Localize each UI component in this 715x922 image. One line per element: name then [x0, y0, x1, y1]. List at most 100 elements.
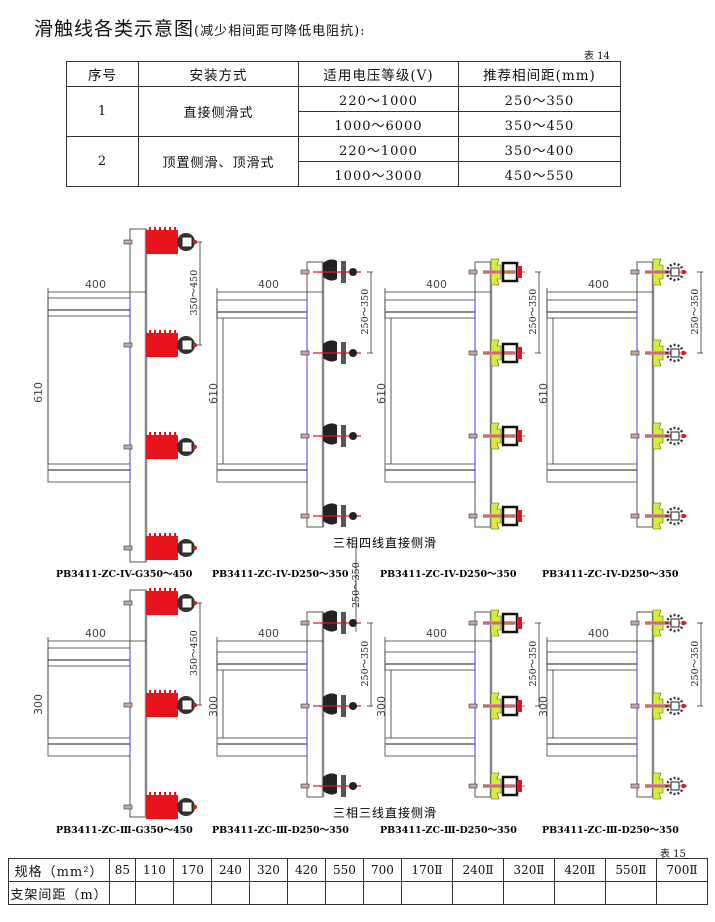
bolt: [468, 513, 478, 519]
insulator: [630, 772, 687, 800]
spacing-label: 250～350: [360, 641, 371, 687]
title-subtitle: (减少相间距可降低电阻抗):: [194, 24, 366, 39]
conductor-point: [193, 805, 197, 809]
insulator: [300, 773, 361, 797]
cell-spacing: 450～550: [458, 161, 621, 187]
collector-cap: [517, 430, 522, 442]
bolt: [300, 433, 310, 439]
nut: [349, 619, 357, 627]
spacing-cell: [109, 881, 136, 905]
spacing-cell: [324, 881, 364, 905]
three-wire-group-label: 三相三线直接侧滑: [333, 805, 437, 820]
table-row: 2 顶置侧滑、顶滑式 220～1000 350～400: [66, 136, 621, 187]
width-label: 400: [588, 278, 609, 291]
black-insulator-body: [323, 423, 337, 445]
mounting-plate: [129, 589, 147, 818]
conductor-point: [682, 784, 686, 788]
spacing-cell: [210, 881, 250, 905]
spacing-cell: [362, 881, 403, 905]
insulator: [630, 502, 687, 530]
bolt: [300, 620, 310, 626]
spec-header: 规格（mm²）: [8, 858, 110, 882]
insulator: [123, 588, 197, 615]
cell-voltage: 220～1000: [298, 136, 459, 162]
bolt: [123, 545, 133, 551]
spec-cell: 320: [248, 858, 288, 882]
clamp-core: [670, 511, 680, 521]
inter-row-spacing-label: 250～350: [351, 562, 362, 608]
cell-no: 2: [66, 136, 139, 187]
height-label: 610: [207, 383, 220, 404]
clamp-core: [670, 701, 680, 711]
conductor-point: [193, 343, 197, 347]
red-insulator-body: [146, 333, 178, 357]
table-14: 序号 安装方式 适用电压等级(V) 推荐相间距(mm) 1 直接侧滑式 220～…: [66, 61, 621, 187]
four-wire-group-label: 三相四线直接侧滑: [333, 535, 437, 550]
spec-cell: 240: [210, 858, 250, 882]
clamp-core: [670, 431, 680, 441]
insulator: [300, 340, 361, 364]
clamp-core: [181, 699, 193, 711]
spacing-cell: [401, 881, 453, 905]
table-row: 1000～3000 450～550: [67, 161, 621, 187]
bolt: [630, 513, 640, 519]
table14-tag: 表 14: [584, 51, 610, 62]
bolt: [630, 269, 640, 275]
diagram-caption: PB3411-ZC-Ⅲ-D250～350: [542, 825, 679, 836]
table15-tag: 表 15: [660, 849, 686, 860]
spacing-cell: [553, 881, 606, 905]
cell-spacing: 350～450: [458, 111, 621, 137]
spec-cell: 320Ⅱ: [502, 858, 555, 882]
mounting-plate: [636, 261, 654, 528]
spacing-label: 250～350: [690, 641, 701, 687]
black-insulator-body: [323, 773, 337, 795]
collector-cap: [517, 510, 522, 522]
spacing-row: 支架间距（m）: [8, 881, 709, 905]
bolt: [123, 342, 133, 348]
bolt: [300, 703, 310, 709]
bolt: [468, 350, 478, 356]
conductor-point: [193, 703, 197, 707]
conductor-point: [193, 445, 197, 449]
conductor-point: [682, 434, 686, 438]
insulator: [300, 259, 361, 283]
bolt: [468, 269, 478, 275]
insulator: [630, 609, 687, 637]
cell-method: 顶置侧滑、顶滑式: [138, 136, 299, 187]
insulator: [468, 692, 525, 720]
mounting-plate: [474, 261, 492, 528]
height-label: 610: [537, 383, 550, 404]
conductor-point: [682, 270, 686, 274]
diagram-caption: PB3411-ZC-Ⅲ-G350～450: [56, 825, 193, 836]
conductor-point: [682, 351, 686, 355]
height-label: 300: [375, 696, 388, 717]
mounting-plate: [129, 228, 147, 563]
clamp-core: [670, 618, 680, 628]
cell-no: 1: [66, 86, 139, 137]
spec-cell: 550: [324, 858, 364, 882]
spec-cell: 110: [134, 858, 174, 882]
bolt: [123, 600, 133, 606]
spec-cell: 700Ⅱ: [655, 858, 709, 882]
spacing-label: 350～450: [189, 270, 200, 316]
red-insulator-body: [146, 230, 178, 254]
cell-method: 直接侧滑式: [138, 86, 299, 137]
bolt: [300, 783, 310, 789]
spacing-header: 支架间距（m）: [8, 881, 110, 905]
width-label: 400: [258, 278, 279, 291]
conductor-point: [682, 704, 686, 708]
black-insulator-body: [323, 259, 337, 281]
nut: [349, 268, 357, 276]
title-main: 滑触线各类示意图: [34, 18, 195, 40]
diagram-caption: PB3411-ZC-IV-D250～350: [542, 569, 679, 580]
clamp-core: [181, 441, 193, 453]
insulator: [630, 422, 687, 450]
width-label: 400: [426, 627, 447, 640]
collector-cap: [517, 266, 522, 278]
bolt: [300, 513, 310, 519]
bolt: [123, 702, 133, 708]
